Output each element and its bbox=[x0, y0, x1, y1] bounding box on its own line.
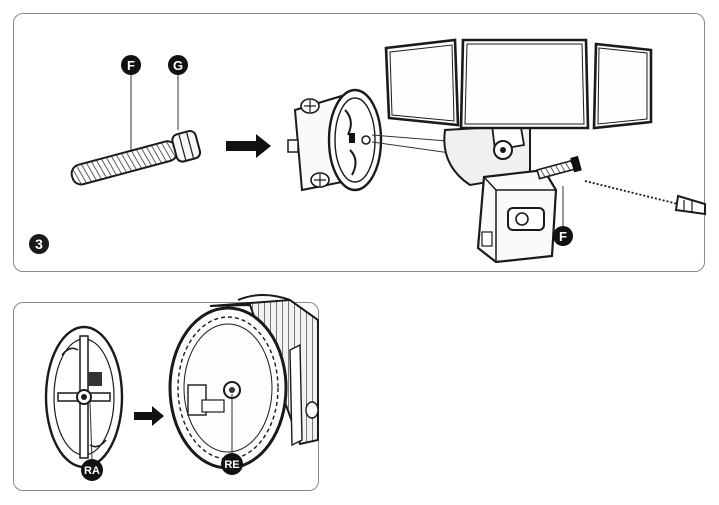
mounting-plate bbox=[44, 325, 124, 469]
light-housing bbox=[168, 294, 319, 470]
label-ra: RA bbox=[84, 465, 100, 477]
floodlight-fixture bbox=[384, 38, 653, 264]
label-g: G bbox=[173, 58, 183, 73]
direction-arrow-bottom bbox=[134, 406, 164, 426]
threaded-bolt bbox=[70, 130, 202, 186]
step-number-badge: 3 bbox=[29, 234, 49, 254]
step-number: 3 bbox=[35, 236, 43, 252]
direction-arrow bbox=[226, 134, 271, 158]
label-re: RE bbox=[224, 459, 239, 471]
label-f: F bbox=[127, 58, 135, 73]
label-f-installed: F bbox=[559, 229, 567, 244]
screwdriver bbox=[584, 180, 706, 216]
label-badge-ra: RA bbox=[81, 459, 103, 481]
label-badge-re: RE bbox=[221, 453, 243, 475]
label-badge-f: F bbox=[121, 55, 141, 75]
mounting-screw bbox=[536, 155, 582, 180]
leader-line bbox=[89, 401, 93, 461]
junction-box bbox=[287, 88, 383, 192]
label-badge-g: G bbox=[168, 55, 188, 75]
label-badge-f-installed: F bbox=[553, 226, 573, 246]
